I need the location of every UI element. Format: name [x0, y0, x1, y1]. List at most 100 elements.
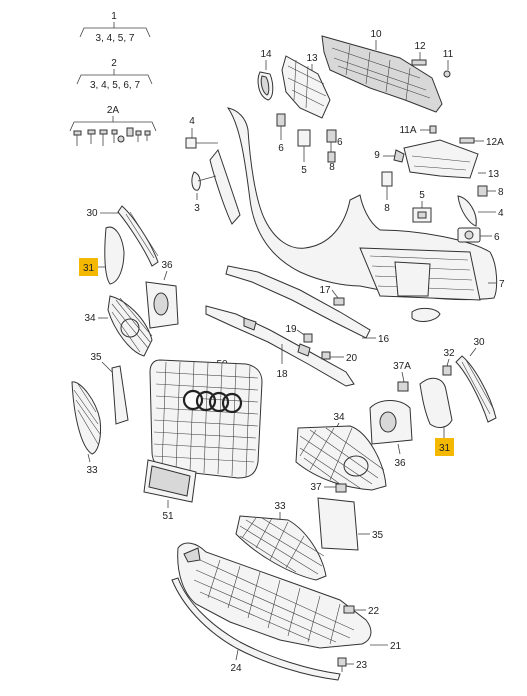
part-9: 9	[374, 149, 405, 163]
part-4-right-lamp: 4	[457, 195, 504, 227]
part-36-left: 36	[145, 260, 179, 329]
callout-10: 10	[370, 29, 382, 40]
group-2a-title: 2A	[107, 105, 120, 116]
part-32: 32	[442, 348, 455, 376]
callout-8c: 8	[498, 187, 504, 198]
part-12: 12	[411, 41, 427, 66]
part-33-right-grille: 33	[235, 501, 327, 581]
callout-31a-highlight	[79, 258, 98, 276]
part-5-left: 5	[297, 129, 311, 176]
callout-21: 21	[390, 641, 402, 652]
part-36-right: 36	[369, 400, 413, 469]
callout-3: 3	[194, 203, 200, 214]
callout-30b: 30	[473, 337, 485, 348]
callout-4b-right: 4	[498, 208, 504, 219]
part-35-left: 35	[90, 352, 129, 425]
callout-22: 22	[368, 606, 380, 617]
underbody-panel: 21	[177, 542, 402, 652]
group-1-title: 1	[111, 11, 117, 22]
part-35-right: 35	[317, 497, 384, 551]
callout-20: 20	[346, 353, 358, 364]
part-16-upper-strip: 16	[225, 265, 390, 345]
part-22: 22	[343, 605, 380, 617]
part-37: 37	[310, 482, 347, 493]
callout-5b: 5	[419, 190, 425, 201]
part-6-left: 6	[276, 113, 286, 154]
part-18-lower-strip: 18	[205, 305, 355, 387]
bumper-cover: 7	[209, 107, 505, 322]
callout-6b: 6	[337, 137, 343, 148]
fasteners-icon	[73, 127, 151, 146]
callout-36b: 36	[394, 458, 406, 469]
callout-24: 24	[230, 663, 242, 674]
callout-16: 16	[378, 334, 390, 345]
logo-rings	[182, 389, 243, 414]
group-2-title: 2	[111, 58, 117, 69]
part-33-left-grille: 33	[71, 381, 101, 476]
part-19: 19	[285, 324, 313, 343]
callout-8b: 8	[384, 203, 390, 214]
callout-18: 18	[276, 369, 288, 380]
part-11: 11	[443, 49, 454, 78]
group-legend-1: 1 3, 4, 5, 7	[79, 11, 151, 44]
callout-30a: 30	[86, 208, 98, 219]
callout-12a: 12A	[486, 137, 504, 148]
part-24-lower-strip: 24	[171, 577, 341, 681]
callout-6a: 6	[278, 143, 284, 154]
part-31-left: 31	[79, 226, 125, 285]
callout-6c: 6	[494, 232, 500, 243]
callout-31b: 31	[439, 443, 451, 454]
part-37a: 37A	[393, 361, 411, 392]
callout-5a: 5	[301, 165, 307, 176]
callout-33a: 33	[86, 465, 98, 476]
group-legend-2a: 2A	[69, 105, 157, 146]
part-6-right: 6	[457, 227, 500, 243]
callout-35a: 35	[90, 352, 102, 363]
callout-36a: 36	[161, 260, 173, 271]
callout-31b-highlight	[435, 438, 454, 456]
group-legend-2: 2 3, 4, 5, 6, 7	[76, 58, 153, 91]
callout-23: 23	[356, 660, 368, 671]
part-34-left-grille: 34	[84, 295, 153, 357]
callout-12: 12	[414, 41, 426, 52]
callout-19: 19	[285, 324, 297, 335]
part-23: 23	[337, 657, 368, 672]
group-1-items: 3, 4, 5, 7	[96, 33, 135, 44]
part-8-far-right: 8	[477, 185, 504, 198]
callout-7: 7	[499, 279, 505, 290]
part-5-right: 5	[412, 190, 432, 223]
part-34-right-grille: 34	[295, 412, 387, 491]
callout-35b: 35	[372, 530, 384, 541]
part-30-left-trim: 30	[86, 205, 159, 267]
main-grille: 50	[149, 359, 263, 479]
callout-14: 14	[260, 49, 272, 60]
license-plate-bracket: 51	[143, 459, 197, 522]
part-31-right: 31	[419, 377, 454, 456]
callout-11: 11	[443, 49, 454, 60]
part-12a: 12A	[459, 137, 504, 148]
callout-8a: 8	[329, 162, 335, 173]
part-14: 14	[257, 49, 274, 101]
part-13-left-bracket: 13	[281, 53, 331, 119]
callout-33b: 33	[274, 501, 286, 512]
callout-34a: 34	[84, 313, 96, 324]
part-17: 17	[319, 285, 345, 306]
part-30-right-trim: 30	[455, 337, 497, 423]
part-13-right-bracket: 13	[403, 139, 500, 180]
callout-37a: 37A	[393, 361, 411, 372]
impact-bar-carrier: 10	[321, 29, 443, 113]
part-6-middle: 6	[326, 129, 343, 152]
group-2-items: 3, 4, 5, 6, 7	[90, 80, 140, 91]
part-8-middle: 8	[327, 151, 336, 173]
callout-9: 9	[374, 150, 380, 161]
callout-34b: 34	[333, 412, 345, 423]
part-20: 20	[321, 351, 358, 364]
callout-32: 32	[443, 348, 455, 359]
callout-17: 17	[319, 285, 331, 296]
callout-31a: 31	[83, 263, 95, 274]
callout-13b: 13	[488, 169, 500, 180]
callout-51: 51	[162, 511, 174, 522]
part-11a: 11A	[399, 125, 437, 136]
callout-13a: 13	[306, 53, 318, 64]
